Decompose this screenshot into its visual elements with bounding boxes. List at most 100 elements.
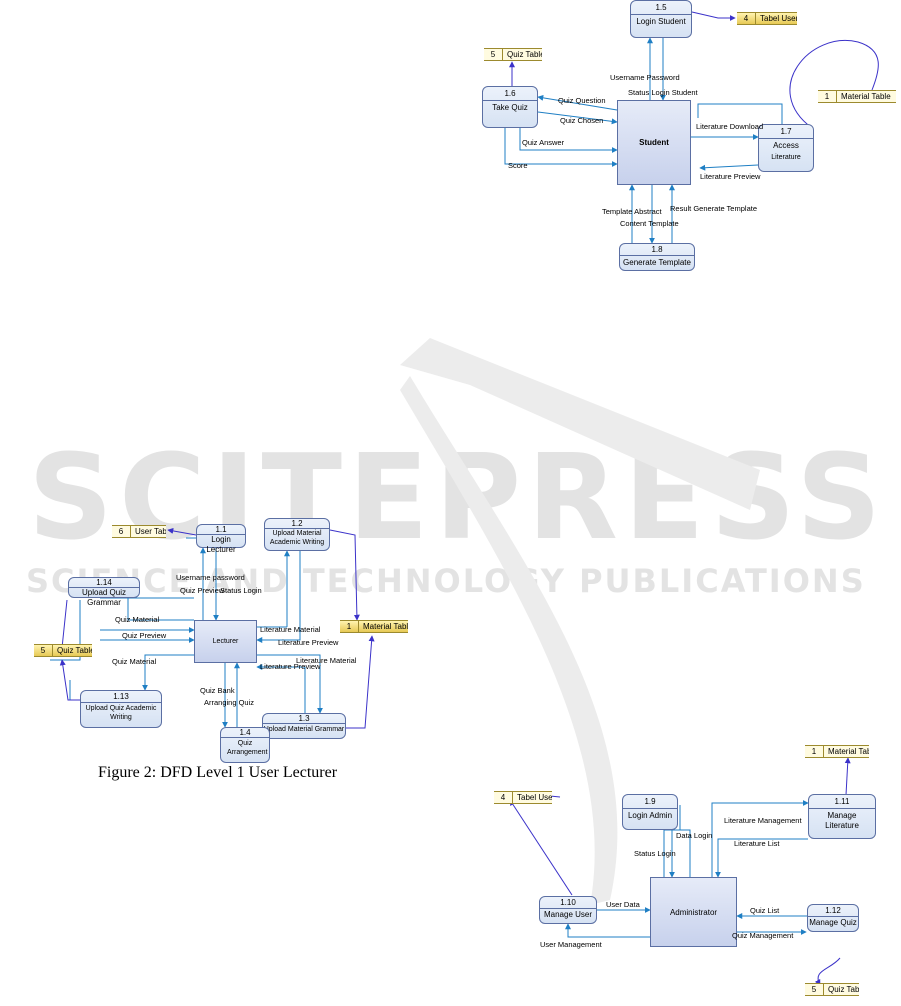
process-name: Login Lecturer	[206, 535, 236, 554]
flow-label: Template Abstract	[602, 207, 662, 216]
store-id: 1	[805, 746, 824, 757]
flow-label: Quiz Question	[558, 96, 606, 105]
process-name: Upload Material Academic Writing	[269, 530, 325, 546]
store-quiz-table-student[interactable]: 5 Quiz Table	[484, 48, 542, 61]
process-name: Manage Quiz	[809, 918, 857, 927]
process-name: Access	[773, 141, 799, 150]
flow-label: Status Login	[220, 586, 262, 595]
flow-label: Data Login	[676, 831, 713, 840]
process-upload-material-academic-writing[interactable]: 1.2 Upload Material Academic Writing	[264, 518, 330, 551]
store-quiz-table-lecturer[interactable]: 5 Quiz Table	[34, 644, 92, 657]
store-name: Tabel User	[760, 14, 797, 23]
process-login-student[interactable]: 1.5 Login Student	[630, 0, 692, 38]
store-id: 5	[805, 984, 824, 995]
store-name: Material Table	[363, 622, 408, 631]
flow-label: Literature Material	[296, 656, 357, 665]
entity-student[interactable]: Student	[617, 100, 691, 185]
store-name: Quiz Table	[828, 985, 859, 994]
flow-label: Literature Material	[260, 625, 321, 634]
process-login-lecturer[interactable]: 1.1 Login Lecturer	[196, 524, 246, 554]
process-number: 1.14	[69, 578, 139, 588]
process-manage-user[interactable]: 1.10 Manage User	[539, 896, 597, 924]
process-number: 1.7	[759, 125, 813, 139]
flow-label: Status Login Student	[628, 88, 698, 97]
process-number: 1.8	[620, 244, 694, 256]
flow-label: Literature Preview	[700, 172, 761, 181]
entity-lecturer[interactable]: Lecturer	[194, 620, 257, 663]
flow-label: Result Generate Template	[670, 204, 757, 213]
flow-label: Literature List	[734, 839, 780, 848]
flow-label: Literature Download	[696, 122, 764, 131]
process-upload-material-grammar[interactable]: 1.3 Upload Material Grammar	[262, 713, 346, 739]
process-name: Manage User	[543, 910, 593, 919]
process-take-quiz[interactable]: 1.6 Take Quiz	[482, 86, 538, 128]
flow-label: Status Login	[634, 849, 676, 858]
store-id: 4	[494, 792, 513, 803]
process-number: 1.5	[631, 1, 691, 15]
process-name-sub: Literature	[771, 154, 801, 161]
flow-label: Arranging Quiz	[204, 698, 255, 707]
process-number: 1.2	[265, 519, 329, 529]
store-id: 5	[484, 49, 503, 60]
figure-caption: Figure 2: DFD Level 1 User Lecturer	[98, 764, 338, 781]
store-name: Tabel User	[517, 793, 552, 802]
process-number: 1.6	[483, 87, 537, 101]
store-material-table-admin[interactable]: 1 Material Table	[805, 745, 869, 758]
process-name: Take Quiz	[492, 103, 528, 112]
store-id: 4	[737, 13, 756, 24]
flow-label: Quiz Preview	[122, 631, 167, 640]
process-manage-quiz[interactable]: 1.12 Manage Quiz	[807, 904, 859, 932]
flow-label: Username Password	[610, 73, 680, 82]
flow-label: Quiz Material	[115, 615, 160, 624]
entity-administrator[interactable]: Administrator	[650, 877, 737, 947]
flow-label: Username password	[176, 573, 245, 582]
process-name: Upload Material Grammar	[263, 726, 345, 733]
store-id: 1	[340, 621, 359, 632]
store-material-table-student[interactable]: 1 Material Table	[818, 90, 896, 103]
process-name: Upload Quiz Academic Writing	[85, 705, 157, 721]
process-name: Login Student	[636, 17, 686, 26]
flow-label: User Management	[540, 940, 602, 949]
flow-label: Quiz Bank	[200, 686, 235, 695]
process-number: 1.13	[81, 691, 161, 703]
store-name: Material Table	[828, 747, 869, 756]
flow-label: Quiz Answer	[522, 138, 565, 147]
store-material-table-lecturer[interactable]: 1 Material Table	[340, 620, 408, 633]
process-number: 1.4	[221, 728, 269, 738]
process-number: 1.10	[540, 897, 596, 909]
process-manage-literature[interactable]: 1.11 Manage Literature	[808, 794, 876, 839]
flow-label: Quiz List	[750, 906, 780, 915]
process-quiz-arrangement[interactable]: 1.4 Quiz Arrangement	[220, 727, 270, 763]
flow-label: Quiz Preview	[180, 586, 225, 595]
process-access-literature[interactable]: 1.7 Access Literature	[758, 124, 814, 172]
process-number: 1.1	[197, 525, 245, 535]
store-tabel-user-student[interactable]: 4 Tabel User	[737, 12, 797, 25]
store-name: Quiz Table	[507, 50, 542, 59]
store-id: 5	[34, 645, 53, 656]
flow-label: Literature Preview	[260, 662, 321, 671]
process-upload-quiz-academic-writing[interactable]: 1.13 Upload Quiz Academic Writing	[80, 690, 162, 728]
process-generate-template[interactable]: 1.8 Generate Template	[619, 243, 695, 271]
process-number: 1.12	[808, 905, 858, 917]
process-name: Generate Template	[623, 258, 691, 267]
process-login-admin[interactable]: 1.9 Login Admin	[622, 794, 678, 830]
store-id: 6	[112, 526, 131, 537]
process-number: 1.11	[809, 795, 875, 809]
process-name: Quiz Arrangement	[227, 740, 268, 756]
flow-label: Quiz Chosen	[560, 116, 604, 125]
flow-label: Quiz Management	[732, 931, 794, 940]
store-name: Material Table	[841, 92, 891, 101]
store-id: 1	[818, 91, 837, 102]
flow-label: Literature Preview	[278, 638, 339, 647]
store-name: Quiz Table	[57, 646, 92, 655]
store-tabel-user-admin[interactable]: 4 Tabel User	[494, 791, 552, 804]
store-quiz-table-admin[interactable]: 5 Quiz Table	[805, 983, 859, 996]
process-name: Login Admin	[627, 811, 673, 820]
flow-label: User Data	[606, 900, 640, 909]
watermark-subtitle: SCIENCE AND TECHNOLOGY PUBLICATIONS	[26, 562, 866, 600]
process-upload-quiz-grammar[interactable]: 1.14 Upload Quiz Grammar	[68, 577, 140, 607]
flow-label: Content Template	[620, 219, 679, 228]
process-number: 1.9	[623, 795, 677, 809]
